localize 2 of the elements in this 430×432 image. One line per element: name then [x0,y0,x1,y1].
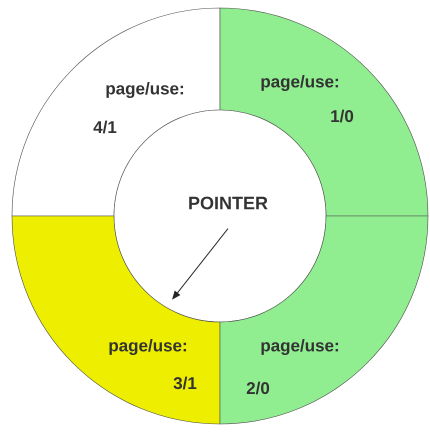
ring-sector: page/use: 3/1 [12,216,220,424]
ring-sector: page/use: 2/0 [220,216,428,424]
